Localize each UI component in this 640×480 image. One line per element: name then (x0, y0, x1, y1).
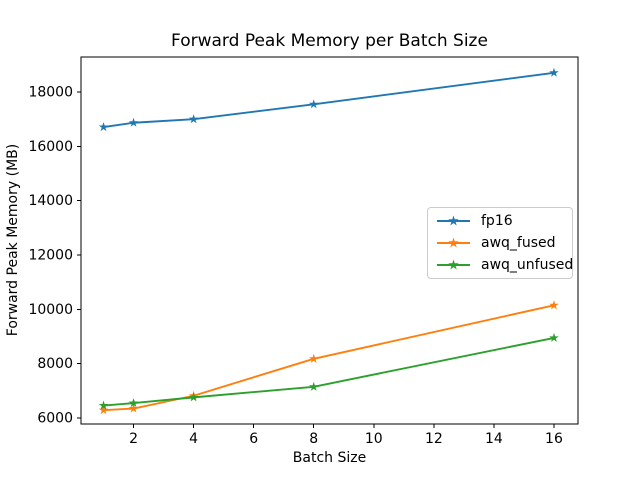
svg-text:6: 6 (249, 431, 258, 447)
y-axis-label: Forward Peak Memory (MB) (5, 143, 21, 337)
legend-line-marker-awq-unfused (437, 259, 470, 270)
svg-text:14000: 14000 (28, 193, 73, 209)
svg-text:14: 14 (485, 431, 503, 447)
legend-label-awq-fused: awq_fused (481, 235, 556, 251)
legend-item-awq-unfused: awq_unfused (436, 254, 573, 276)
svg-text:6000: 6000 (37, 411, 73, 427)
svg-text:4: 4 (189, 431, 198, 447)
svg-text:8000: 8000 (37, 356, 73, 372)
svg-text:2: 2 (129, 431, 138, 447)
svg-text:10000: 10000 (28, 302, 73, 318)
x-axis-label: Batch Size (292, 450, 367, 466)
legend-item-awq-fused: awq_fused (436, 232, 564, 254)
svg-text:8: 8 (309, 431, 318, 447)
svg-text:18000: 18000 (28, 85, 73, 101)
svg-text:12000: 12000 (28, 248, 73, 264)
chart-title: Forward Peak Memory per Batch Size (171, 31, 488, 51)
legend: fp16 awq_fused awq_unfused (427, 207, 573, 279)
legend-item-fp16: fp16 (436, 210, 564, 232)
legend-line-marker-awq-fused (437, 237, 470, 248)
svg-text:12: 12 (425, 431, 443, 447)
svg-text:16000: 16000 (28, 139, 73, 155)
legend-line-marker-fp16 (437, 215, 470, 226)
svg-text:16: 16 (545, 431, 563, 447)
legend-label-awq-unfused: awq_unfused (481, 257, 574, 273)
svg-text:10: 10 (365, 431, 383, 447)
legend-label-fp16: fp16 (481, 213, 513, 229)
